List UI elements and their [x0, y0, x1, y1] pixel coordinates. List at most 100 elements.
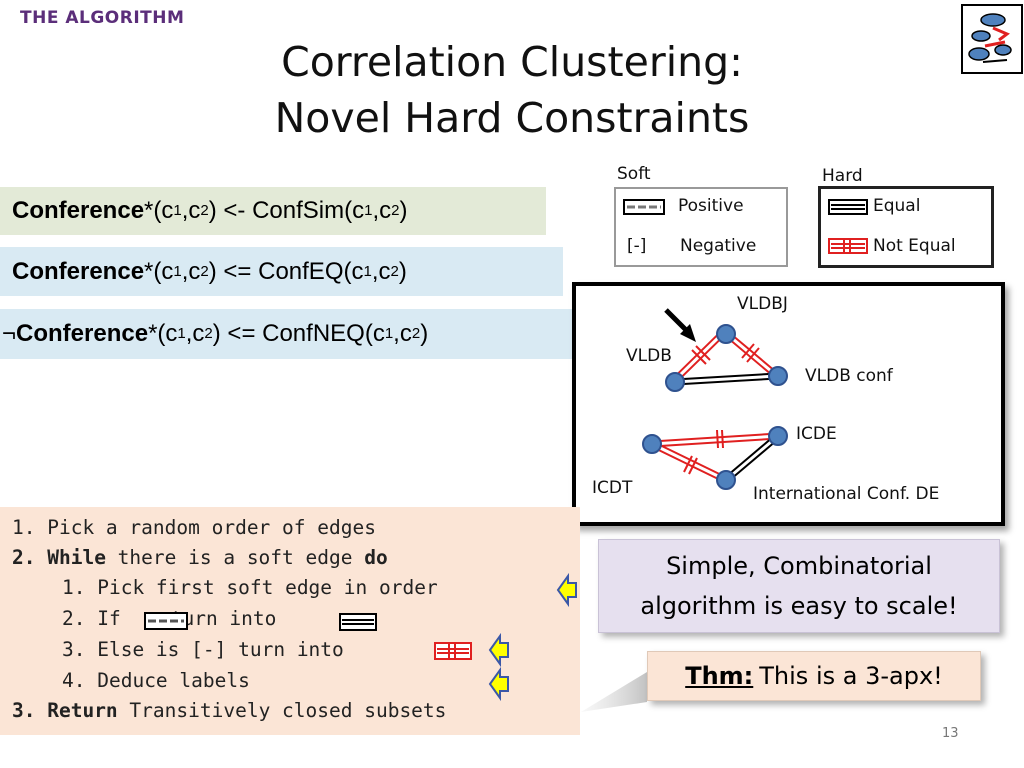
- section-tag: THE ALGORITHM: [20, 8, 185, 28]
- node-icde: [768, 426, 788, 446]
- label-icdt: ICDT: [592, 478, 633, 498]
- legend-positive: Positive: [678, 196, 744, 216]
- scalability-callout: Simple, Combinatorial algorithm is easy …: [598, 539, 1000, 633]
- edge-intlconf-icde: [723, 433, 781, 483]
- algo-keyword: do: [364, 546, 388, 569]
- algo-text: Transitively closed subsets: [117, 699, 447, 722]
- node-vldb: [665, 372, 685, 392]
- theorem-callout: Thm: This is a 3-apx!: [647, 651, 981, 701]
- node-vldb-conf: [768, 366, 788, 386]
- rule-close: ): [420, 320, 429, 347]
- legend-soft-title: Soft: [617, 164, 651, 184]
- page-number: 13: [942, 726, 959, 741]
- step-pointer-arrow-icon: [488, 667, 509, 701]
- pointer-arrow-icon: [664, 308, 696, 342]
- slide-title: Correlation Clustering: Novel Hard Const…: [0, 34, 1024, 146]
- positive-edge-icon: [144, 612, 188, 630]
- step-pointer-arrow-icon: [556, 573, 577, 607]
- algo-num: 4.: [62, 669, 86, 692]
- algo-text: Pick a random order of edges: [47, 516, 376, 539]
- rule-body: ) <= ConfEQ(c: [208, 257, 364, 285]
- label-intl-conf-de: International Conf. DE: [753, 484, 940, 504]
- rule-predicate: Conference: [16, 320, 149, 347]
- rule-arg: ,c: [371, 257, 391, 285]
- edge-icdt-intlconf: [650, 440, 728, 484]
- rule-arg: ,c: [372, 197, 392, 224]
- rule-star: *: [144, 197, 154, 224]
- algo-line-2a: 1. Pick first soft edge in order: [62, 575, 438, 601]
- legend-hard-box: Equal Not Equal: [818, 186, 994, 268]
- algo-text: If: [97, 607, 121, 630]
- algo-num: 3.: [62, 638, 86, 661]
- rule-arg: ,c: [181, 197, 201, 224]
- node-vldbj: [716, 324, 736, 344]
- callout-line-1: Simple, Combinatorial: [666, 552, 932, 580]
- step-pointer-arrow-icon: [488, 633, 509, 667]
- rule-arg: (c: [157, 320, 178, 347]
- algo-line-2: 2. While there is a soft edge do: [12, 545, 388, 571]
- not-equal-edge-icon: [434, 642, 472, 660]
- algo-keyword: Return: [47, 699, 118, 722]
- algo-text: Else is [-] turn into: [97, 638, 344, 661]
- positive-edge-icon: [623, 199, 665, 215]
- algo-num: 1.: [12, 516, 36, 539]
- edge-vldb-vldbconf: [674, 372, 778, 386]
- algo-line-3: 3. Return Transitively closed subsets: [12, 698, 446, 724]
- callout-line-2: algorithm is easy to scale!: [640, 592, 958, 620]
- rule-arg: (c: [153, 197, 174, 224]
- algo-line-1: 1. Pick a random order of edges: [12, 515, 376, 541]
- algo-text: Pick first soft edge in order: [97, 576, 438, 599]
- algo-line-2d: 4. Deduce labels: [62, 668, 250, 694]
- equal-edge-icon: [339, 613, 377, 631]
- theorem-label: Thm:: [685, 662, 754, 690]
- algo-text: there is a soft edge: [105, 546, 365, 569]
- rule-star: *: [148, 320, 158, 347]
- legend-equal: Equal: [873, 196, 921, 216]
- legend-not-equal: Not Equal: [873, 236, 956, 256]
- equal-edge-icon: [828, 199, 868, 215]
- rule-close: ): [399, 197, 408, 224]
- rule-body: ) <= ConfNEQ(c: [212, 320, 385, 347]
- label-vldb: VLDB: [626, 346, 672, 366]
- legend-negative-symbol: [-]: [627, 236, 647, 256]
- label-vldbj: VLDBJ: [737, 294, 788, 314]
- logo-icon: [961, 4, 1023, 74]
- algo-keyword: While: [47, 546, 106, 569]
- rule-arg: ,c: [181, 257, 201, 285]
- title-line-1: Correlation Clustering:: [281, 38, 743, 86]
- not-equal-edge-icon: [828, 238, 868, 254]
- graph-diagram: VLDBJ VLDB VLDB conf ICDE ICDT Internati…: [572, 282, 1005, 526]
- legend-soft-box: Positive [-] Negative: [614, 187, 788, 267]
- legend-hard-title: Hard: [822, 166, 863, 186]
- rule-arg: ,c: [393, 320, 412, 347]
- rule-star: *: [144, 257, 154, 285]
- rule-predicate: Conference: [12, 257, 145, 285]
- edge-icdt-icde: [651, 429, 779, 449]
- algo-line-2c: 3. Else is [-] turn into: [62, 637, 344, 663]
- node-intl-conf-de: [716, 470, 736, 490]
- edge-vldb-vldbj: [672, 331, 725, 383]
- title-line-2: Novel Hard Constraints: [274, 94, 750, 142]
- algo-num: 2.: [12, 546, 36, 569]
- algo-num: 2.: [62, 607, 86, 630]
- node-icdt: [642, 434, 662, 454]
- graph-svg: [642, 308, 788, 490]
- algorithm-box: 1. Pick a random order of edges 2. While…: [0, 507, 580, 735]
- edge-vldbj-vldbconf: [724, 331, 780, 379]
- rule-body: ) <- ConfSim(c: [208, 197, 365, 224]
- rule-close: ): [398, 257, 407, 285]
- rule-prefix: ¬: [2, 320, 17, 347]
- rule-arg: (c: [153, 257, 174, 285]
- label-icde: ICDE: [796, 424, 837, 444]
- callout-shadow: [581, 672, 647, 712]
- algo-num: 3.: [12, 699, 36, 722]
- algo-text: Deduce labels: [97, 669, 250, 692]
- algo-num: 1.: [62, 576, 86, 599]
- rule-predicate: Conference: [12, 197, 145, 224]
- legend-negative: Negative: [680, 236, 757, 256]
- rule-arg: ,c: [185, 320, 205, 347]
- theorem-text: This is a 3-apx!: [759, 662, 943, 690]
